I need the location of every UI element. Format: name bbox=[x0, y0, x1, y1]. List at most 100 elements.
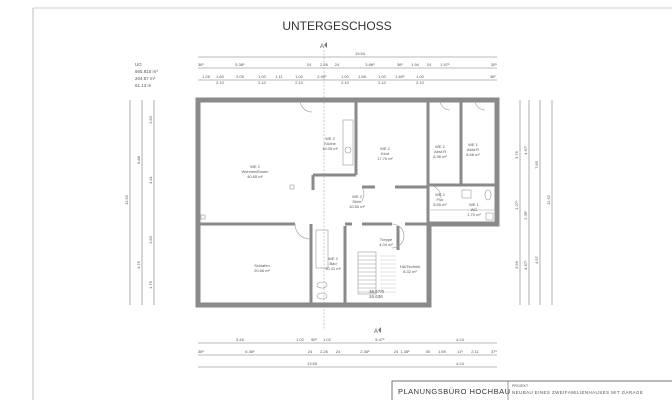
dimension-label: 1.69 bbox=[438, 349, 447, 354]
room-area: 40.65 m² bbox=[247, 174, 263, 179]
dimension-label: 2.10 bbox=[341, 80, 350, 85]
bathtub bbox=[315, 229, 329, 269]
room-name: HA/Technik bbox=[400, 264, 420, 269]
room-unit: WE 2 bbox=[380, 146, 391, 151]
dimension-label: 1.58 bbox=[358, 74, 367, 79]
dimension-label: 12.62 bbox=[124, 194, 129, 205]
dimension-label: 36⁵ bbox=[490, 74, 496, 79]
dimension-label: 2.90⁵ bbox=[317, 74, 327, 79]
room-area: 10.50 m² bbox=[349, 204, 365, 209]
svg-text:A: A bbox=[320, 44, 324, 50]
dimension-label: 1.00 bbox=[416, 74, 425, 79]
dimension-label: 19.54 bbox=[355, 51, 366, 56]
room-unit: WE 2 bbox=[325, 136, 336, 141]
dimension-label: 12.62 bbox=[546, 194, 551, 205]
dimension-label: 24 bbox=[308, 349, 313, 354]
fixtures bbox=[200, 119, 494, 300]
room-name: Schlafen bbox=[254, 263, 270, 268]
dimension-label: 2.05 bbox=[236, 74, 245, 79]
room-area: 17.70 m² bbox=[377, 156, 393, 161]
room-unit: WE 2 bbox=[352, 194, 363, 199]
dimension-label: 2.26 bbox=[320, 62, 329, 67]
dimension-label: 3.41 bbox=[148, 175, 153, 184]
dimension-label: 30⁵ bbox=[491, 62, 497, 67]
dimension-label: 1.00 bbox=[378, 74, 387, 79]
door-swings bbox=[294, 99, 486, 249]
dimension-label: 24 bbox=[427, 62, 432, 67]
svg-text:61.13 m: 61.13 m bbox=[135, 83, 152, 88]
dimension-label: 4.97 bbox=[534, 255, 539, 264]
room-unit: WE 1 bbox=[469, 202, 480, 207]
dimension-label: 1.50 bbox=[148, 115, 153, 124]
dimension-label: 1.27⁵ bbox=[514, 200, 519, 210]
room-unit: WE 1 bbox=[468, 142, 479, 147]
dimension-label: 6.36⁵ bbox=[245, 349, 255, 354]
dimension-label: 4.24 bbox=[456, 361, 465, 366]
dimension-label: 1.60 bbox=[148, 235, 153, 244]
dimension-label: 5.47⁵ bbox=[375, 337, 385, 342]
dimension-label: 30 bbox=[426, 349, 431, 354]
drawing-title: UNTERGESCHOSS bbox=[282, 19, 391, 33]
room-area: 10.41 m² bbox=[325, 266, 341, 271]
title-block: PLANUNGSBÜRO HOCHBAU PROJEKT NEUBAU EINE… bbox=[391, 380, 672, 400]
dimension-label: 2.11 bbox=[471, 349, 479, 354]
dimension-label: 4.24 bbox=[456, 337, 465, 342]
dimension-label: 2.26 bbox=[320, 349, 329, 354]
dimension-label: 24 bbox=[307, 62, 312, 67]
dimension-label: 24 bbox=[394, 349, 399, 354]
dimension-label: 1.94 bbox=[411, 62, 420, 67]
dimension-label: 2.36⁵ bbox=[360, 349, 370, 354]
room-name: Wohnen/Essen bbox=[241, 169, 268, 174]
room-unit: WE 2 bbox=[250, 164, 261, 169]
dimension-label: 1.60 bbox=[216, 74, 225, 79]
dimension-label: 1.60⁵ bbox=[395, 74, 405, 79]
room-name: Flur bbox=[437, 197, 445, 202]
dimension-label: 36⁵ bbox=[397, 62, 403, 67]
room-name: WC bbox=[471, 207, 478, 212]
dimension-label: 1.02 bbox=[295, 74, 304, 79]
section-mark-bottom: A bbox=[374, 327, 381, 335]
room-unit: WE 2 bbox=[328, 256, 339, 261]
dimension-label: 2.10 bbox=[416, 80, 425, 85]
dimension-label: 13.65 bbox=[307, 361, 318, 366]
dimension-label: 3.86⁵ bbox=[365, 62, 375, 67]
room-name: Diele bbox=[352, 199, 362, 204]
svg-text:665.815 m³: 665.815 m³ bbox=[135, 69, 158, 74]
room-name: Kind bbox=[381, 151, 389, 156]
svg-text:16.636: 16.636 bbox=[369, 294, 383, 299]
dimension-label: 1.00 bbox=[258, 74, 267, 79]
dimension-label: 2.10 bbox=[378, 80, 387, 85]
room-unit: WE 2 bbox=[435, 144, 446, 149]
level-marker: 16.57/0 16.636 bbox=[369, 289, 385, 299]
dimension-label: 6.88 bbox=[136, 155, 141, 164]
dimension-label: 11⁵ bbox=[457, 349, 463, 354]
dimension-lines bbox=[129, 56, 553, 368]
floor-summary: UG 665.815 m³ 204.87 m² 61.13 m bbox=[135, 62, 158, 88]
dimension-label: 5.36⁵ bbox=[235, 62, 245, 67]
dimension-label: 90⁵ bbox=[311, 337, 317, 342]
room-area: 8.36 m² bbox=[433, 154, 447, 159]
dimension-label: 36⁵ bbox=[198, 62, 204, 67]
dimension-label: 1.02 bbox=[323, 337, 332, 342]
dimension-label: 3.76 bbox=[514, 150, 519, 159]
room-unit: WE 2 bbox=[435, 192, 446, 197]
project-name: NEUBAU EINES ZWEIFAMILIENHAUSES MIT GARA… bbox=[512, 390, 643, 395]
dimension-label: 1.02 bbox=[296, 337, 305, 342]
room-name: Abst.R bbox=[434, 149, 446, 154]
dimension-label: 7.65 bbox=[534, 160, 539, 169]
room-area: 5.65 m² bbox=[433, 202, 447, 207]
section-mark-top: A bbox=[320, 42, 327, 50]
room-name: Treppe bbox=[380, 237, 393, 242]
